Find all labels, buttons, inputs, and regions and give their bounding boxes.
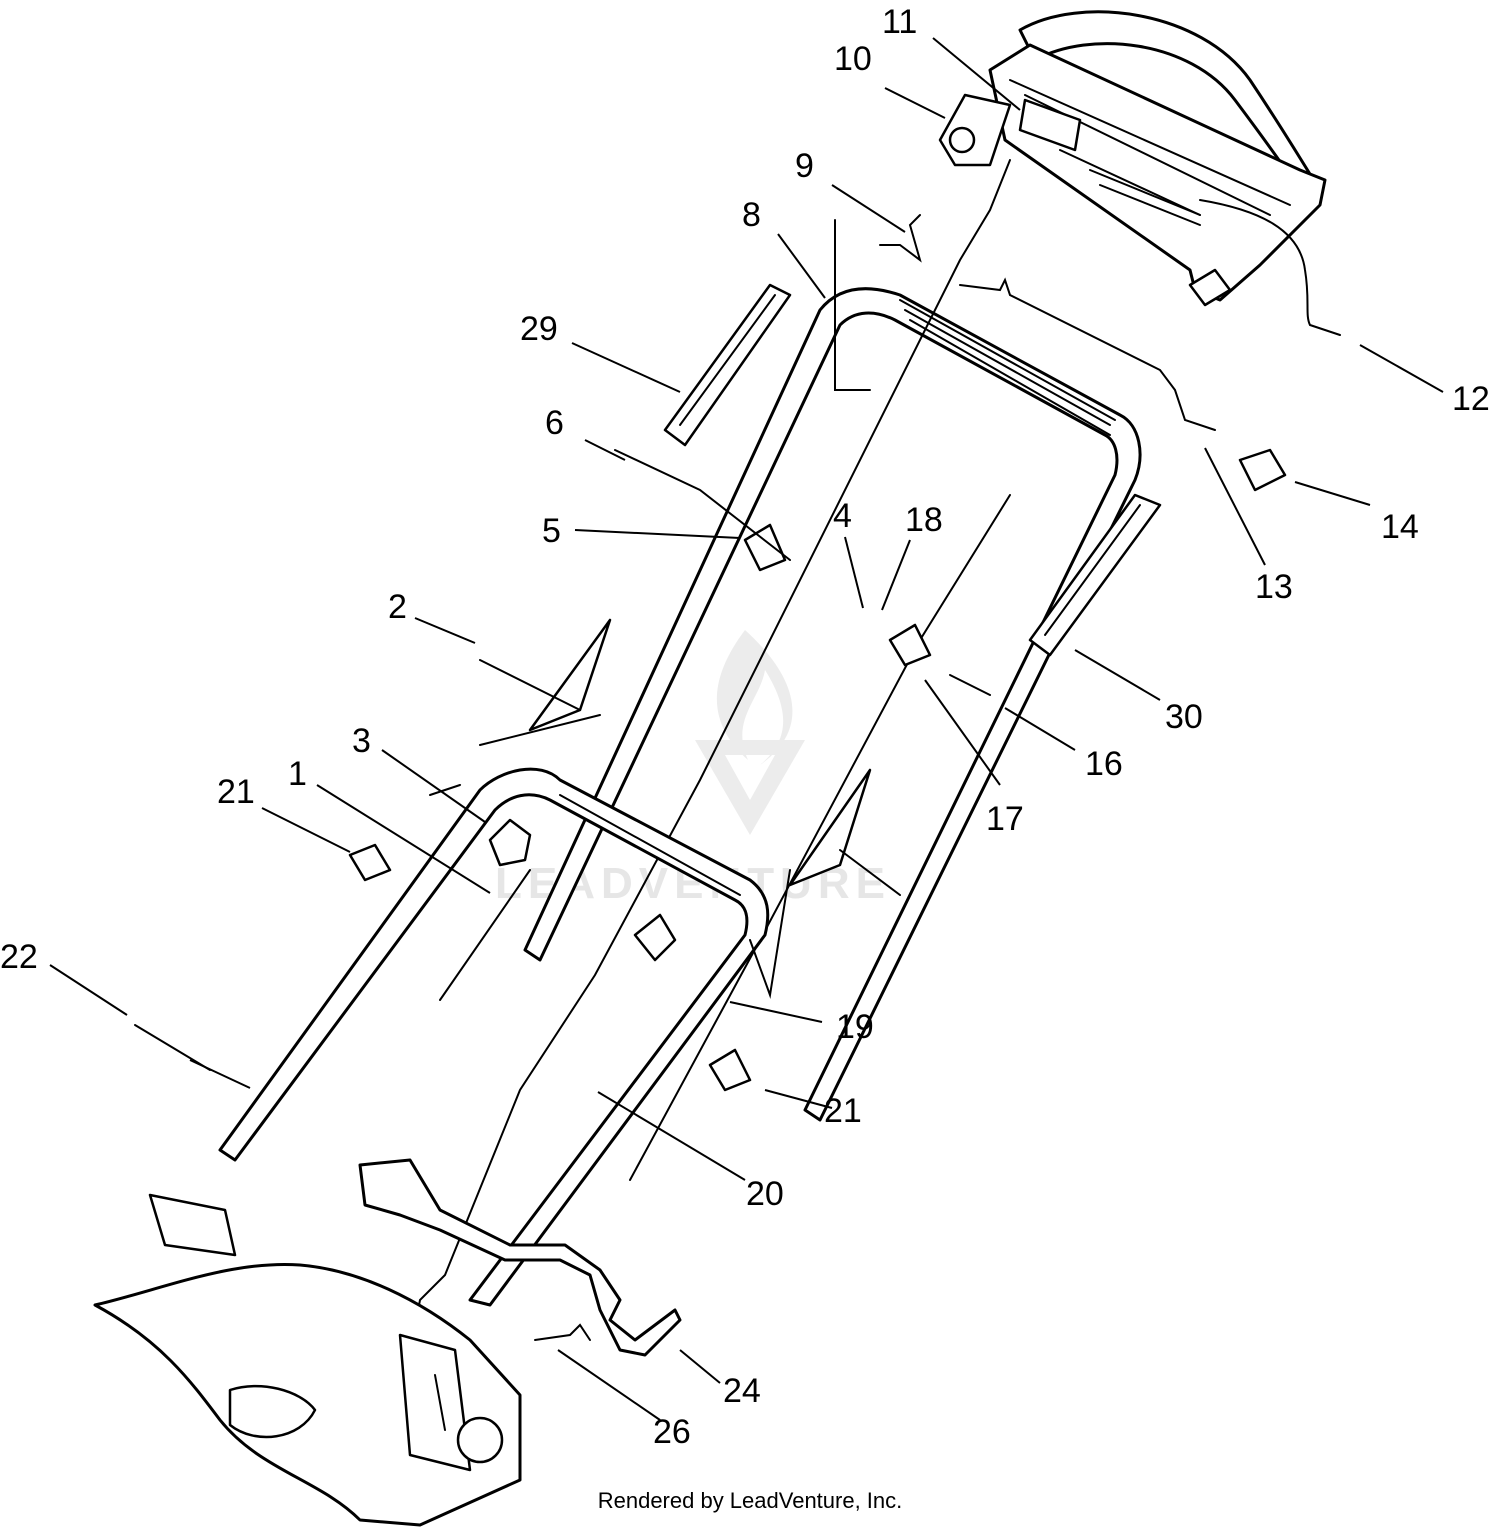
cable-guide-29-graphic bbox=[663, 283, 792, 447]
callout-26: 26 bbox=[653, 1413, 691, 1451]
callout-labels: 11 10 9 8 29 12 6 4 18 14 5 13 2 30 3 16… bbox=[0, 3, 1490, 1451]
callout-18: 18 bbox=[905, 501, 943, 539]
callout-14: 14 bbox=[1381, 508, 1419, 546]
knob-21-left-graphic bbox=[348, 843, 392, 882]
callout-5: 5 bbox=[542, 512, 561, 550]
callout-1: 1 bbox=[288, 755, 307, 793]
upper-handle bbox=[523, 287, 1142, 1122]
v-watermark-icon bbox=[695, 740, 805, 835]
control-cable-right bbox=[629, 494, 1011, 1181]
leader-lines bbox=[49, 37, 1444, 1421]
spring-26-graphic bbox=[534, 1323, 591, 1341]
alignment-lines bbox=[429, 219, 871, 999]
callout-9: 9 bbox=[795, 147, 814, 185]
control-cable-left bbox=[404, 159, 1011, 1381]
bracket-right-graphic bbox=[788, 768, 872, 887]
cable-guide-30-graphic bbox=[1028, 493, 1162, 657]
callout-17: 17 bbox=[986, 800, 1024, 838]
callout-4: 4 bbox=[833, 497, 852, 535]
cable-clip-5-graphic bbox=[743, 523, 787, 572]
bolt-16-graphic bbox=[949, 674, 991, 696]
shift-linkage-graphic bbox=[358, 1158, 682, 1357]
callout-16: 16 bbox=[1085, 745, 1123, 783]
callout-21-upper: 21 bbox=[217, 773, 255, 811]
callout-13: 13 bbox=[1255, 568, 1293, 606]
flame-watermark-icon bbox=[716, 630, 793, 765]
lower-handle bbox=[218, 767, 770, 1307]
footer-credit-text: Rendered by LeadVenture, Inc. bbox=[597, 1488, 903, 1513]
callout-2: 2 bbox=[388, 588, 407, 626]
callout-30: 30 bbox=[1165, 698, 1203, 736]
cable-lower-left bbox=[439, 869, 531, 1001]
mower-deck-housing bbox=[93, 1193, 522, 1527]
cable-12-graphic bbox=[1199, 199, 1341, 336]
spacer-17-graphic bbox=[888, 623, 932, 667]
callout-20: 20 bbox=[746, 1175, 784, 1213]
knob-3-graphic bbox=[488, 818, 532, 867]
callout-22: 22 bbox=[0, 938, 38, 976]
pull-14-graphic bbox=[1238, 448, 1287, 492]
knob-21-right-graphic bbox=[708, 1048, 752, 1092]
bracket-left-graphic bbox=[528, 618, 612, 732]
callout-12: 12 bbox=[1452, 380, 1490, 418]
bail-bar-graphic bbox=[959, 277, 1216, 431]
knob-19-graphic bbox=[633, 913, 677, 962]
callout-10: 10 bbox=[834, 40, 872, 78]
callout-11: 11 bbox=[882, 3, 917, 41]
callout-21-lower: 21 bbox=[824, 1092, 862, 1130]
callout-8: 8 bbox=[742, 196, 761, 234]
bolt-lower-graphic bbox=[839, 849, 901, 896]
spring-9-graphic bbox=[879, 214, 922, 263]
footer-credit: Rendered by LeadVenture, Inc. bbox=[0, 1488, 1500, 1514]
callout-24: 24 bbox=[723, 1372, 761, 1410]
control-handle-assembly bbox=[938, 10, 1327, 307]
callout-3: 3 bbox=[352, 722, 371, 760]
callout-29: 29 bbox=[520, 310, 558, 348]
callout-19: 19 bbox=[836, 1008, 874, 1046]
callout-6: 6 bbox=[545, 404, 564, 442]
